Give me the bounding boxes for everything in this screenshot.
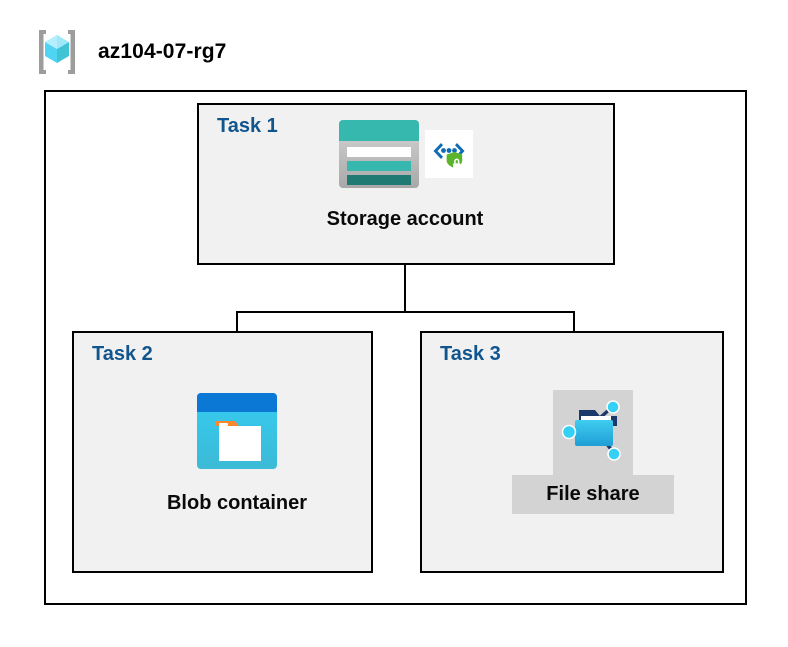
connector-task1-trunk — [404, 265, 406, 313]
resource-group-icon — [30, 25, 84, 79]
storage-account-icon-row — [337, 118, 473, 195]
blob-container-icon — [194, 390, 280, 477]
task-3-label: Task 3 — [440, 343, 501, 365]
node-storage-account[interactable]: Storage account — [278, 118, 532, 231]
connector-horizontal-branch — [236, 311, 575, 313]
blob-container-caption: Blob container — [166, 492, 307, 514]
resource-group-header: az104-07-rg7 — [30, 25, 226, 79]
task-2-label: Task 2 — [92, 343, 153, 365]
node-file-share[interactable]: File share — [498, 390, 688, 514]
blob-container-icon-row — [194, 390, 280, 477]
file-share-caption: File share — [512, 475, 674, 514]
secure-endpoint-shield-icon — [425, 130, 473, 183]
resource-group-title: az104-07-rg7 — [98, 40, 227, 63]
file-share-icon-row — [553, 390, 633, 475]
storage-account-caption: Storage account — [326, 208, 484, 230]
node-blob-container[interactable]: Blob container — [137, 390, 337, 515]
storage-account-icon — [337, 118, 421, 195]
file-share-icon — [557, 394, 629, 471]
task-1-label: Task 1 — [217, 115, 278, 137]
